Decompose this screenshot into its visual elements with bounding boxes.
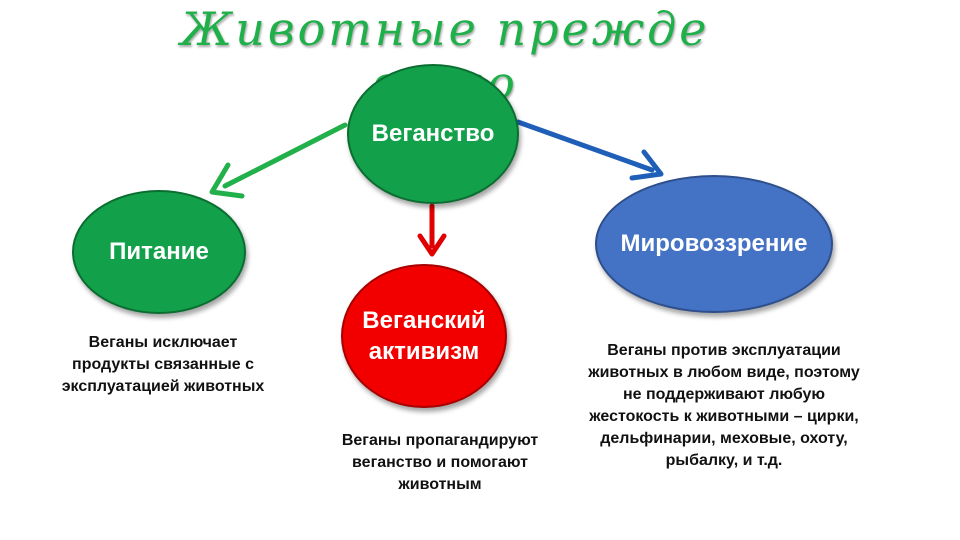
caption-activism: Веганы пропагандируют веганство и помога… <box>341 432 539 493</box>
node-worldview: Мировоззрение <box>595 175 833 313</box>
arrow-to-worldview <box>515 119 655 173</box>
node-worldview-label: Мировоззрение <box>620 230 808 258</box>
node-veganism: Веганство <box>347 64 519 204</box>
node-nutrition-label: Питание <box>109 238 209 266</box>
node-activism-label: Веганский активизм <box>362 306 486 365</box>
arrow-to-activism-head <box>417 233 447 257</box>
node-activism: Веганский активизм <box>341 264 507 408</box>
arrow-to-nutrition <box>222 122 348 189</box>
caption-worldview: Веганы против эксплуатации животных в лю… <box>588 342 860 469</box>
arrow-to-worldview-head <box>629 149 664 181</box>
arrow-to-nutrition-head <box>209 162 245 199</box>
node-veganism-label: Веганство <box>371 120 495 148</box>
node-nutrition: Питание <box>72 190 246 314</box>
caption-nutrition: Веганы исключает продукты связанные с эк… <box>61 334 265 395</box>
